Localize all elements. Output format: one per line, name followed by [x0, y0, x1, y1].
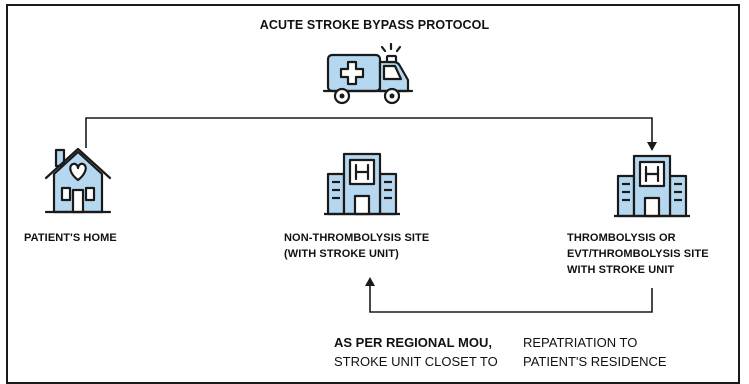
arrow-to-thrombolysis-site [647, 142, 657, 151]
diagram-title: ACUTE STROKE BYPASS PROTOCOL [259, 18, 490, 32]
non-thrombolysis-site-sublabel: (WITH STROKE UNIT) [284, 248, 399, 260]
hospital-icon [614, 154, 690, 218]
repatriation-note-line1: REPATRIATION TO [523, 335, 638, 350]
thrombolysis-site-label-line3: WITH STROKE UNIT [567, 264, 675, 276]
residence-note-line2: PATIENT'S RESIDENCE [523, 354, 667, 369]
transport-route-line [85, 117, 653, 148]
regional-mou-note: AS PER REGIONAL MOU, [334, 335, 492, 350]
repatriation-route-line [369, 284, 653, 313]
thrombolysis-site-label-line1: THROMBOLYSIS OR [567, 232, 676, 244]
patients-home-label: PATIENT'S HOME [24, 232, 117, 244]
non-thrombolysis-site-label: NON-THROMBOLYSIS SITE [284, 232, 430, 244]
stroke-unit-note-line2: STROKE UNIT CLOSET TO [334, 354, 498, 369]
thrombolysis-site-label-line2: EVT/THROMBOLYSIS SITE [567, 248, 709, 260]
ambulance-icon [322, 42, 414, 105]
arrow-to-non-thrombolysis-site [365, 277, 375, 286]
hospital-icon [324, 152, 400, 216]
house-heart-icon [44, 147, 112, 214]
